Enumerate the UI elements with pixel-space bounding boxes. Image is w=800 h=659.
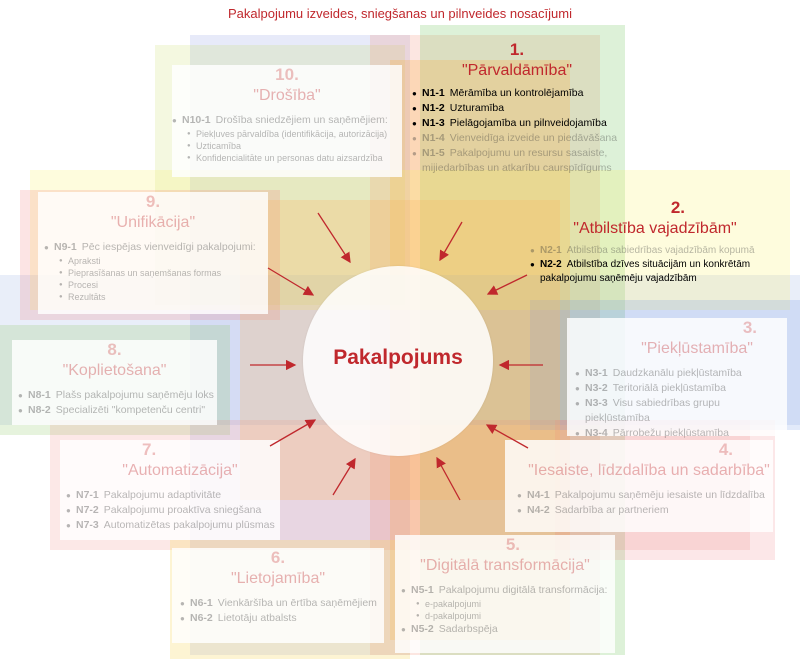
panel-name: "Digitālā transformācija" [420, 557, 590, 574]
panel-5: 5. "Digitālā transformācija" N5-1Pakalpo… [395, 535, 615, 653]
sub-item: Rezultāts [44, 291, 268, 303]
panel-name: "Automatizācija" [122, 462, 238, 479]
panel-name: "Drošība" [253, 87, 321, 104]
panel-name: "Atbilstība vajadzībām" [573, 220, 737, 237]
panel-number: 6. [270, 548, 286, 567]
sub-item: Piekļuves pārvaldība (identifikācija, au… [172, 128, 402, 140]
sub-item: Apraksti [44, 255, 268, 267]
panel-number: 8. [107, 340, 122, 359]
sub-item: e-pakalpojumi [401, 598, 615, 610]
panel-number: 9. [145, 192, 161, 211]
panel-number: 10. [275, 65, 299, 84]
sub-item: Procesi [44, 279, 268, 291]
panel-number: 7. [142, 440, 157, 459]
panel-4: 4. "Iesaiste, līdzdalība un sadarbība" N… [505, 440, 773, 532]
panel-2: 2. "Atbilstība vajadzībām" N2-1Atbilstīb… [530, 198, 780, 298]
panel-name: "Pārvaldāmība" [461, 62, 573, 79]
diagram-title: Pakalpojumu izveides, sniegšanas un piln… [228, 6, 572, 21]
panel-name: "Iesaiste, līdzdalība un sadarbība" [528, 462, 770, 479]
panel-name: "Lietojamība" [230, 570, 326, 587]
arrow [332, 457, 356, 496]
panel-name: "Koplietošana" [62, 362, 167, 379]
sub-item: d-pakalpojumi [401, 610, 615, 622]
panel-number: 3. [742, 318, 757, 337]
center-circle [303, 266, 493, 456]
panel-number: 4. [718, 440, 733, 459]
sub-item: Konfidencialitāte un personas datu aizsa… [172, 152, 402, 164]
arrow [436, 456, 461, 501]
panel-name: "Unifikācija" [110, 214, 196, 231]
panel-number: 2. [670, 198, 685, 217]
sub-item: Uzticamība [172, 140, 402, 152]
arrow [317, 212, 351, 264]
arrow [267, 267, 315, 296]
arrow [269, 419, 317, 447]
panel-name: "Piekļūstamība" [641, 340, 753, 357]
sub-item: Pieprasīšanas un saņemšanas formas [44, 267, 268, 279]
arrow [485, 424, 529, 449]
arrow [439, 221, 463, 262]
panel-number: 1. [509, 40, 525, 59]
center-label: Pakalpojums [333, 346, 463, 369]
arrow [486, 274, 528, 295]
panel-number: 5. [505, 535, 520, 554]
